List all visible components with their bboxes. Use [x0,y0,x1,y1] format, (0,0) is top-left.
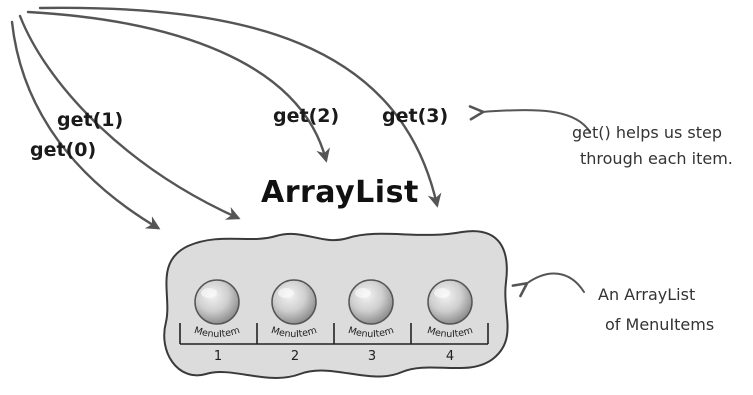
menu-item-ball [427,279,473,325]
get-note-line2: through each item. [580,149,733,168]
svg-text:MenuItem: MenuItem [270,325,319,340]
get2-label: get(2) [273,105,339,127]
list-note-line2: of MenuItems [605,315,714,334]
list-note-arrow [511,272,585,298]
get3-label: get(3) [382,105,448,127]
menu-item-label: MenuItem [426,325,475,340]
menu-item-1 [194,279,240,325]
menu-item-label: MenuItem [347,325,396,340]
get1-arrow [18,14,241,220]
menu-item-label: MenuItem [270,325,319,340]
list-note-line1: An ArrayList [598,285,695,304]
menu-item-ball [271,279,317,325]
menu-item-ball [348,279,394,325]
menu-item-3 [348,279,394,325]
get-note-line1: get() helps us step [572,123,722,142]
get1-label: get(1) [57,109,123,131]
get0-label: get(0) [30,139,96,161]
menu-item-ball [194,279,240,325]
menu-item-2 [271,279,317,325]
index-bracket [179,323,489,345]
get2-arrow [26,10,330,163]
svg-text:MenuItem: MenuItem [426,325,475,340]
get0-arrow [10,20,161,230]
arraylist-title: ArrayList [261,175,419,210]
index-2: 2 [291,349,299,364]
get-note-arrow [468,105,591,133]
index-1: 1 [214,349,222,364]
get3-arrow [38,6,442,208]
arraylist-blob [163,230,509,379]
index-3: 3 [368,349,376,364]
menu-item-label: MenuItem [193,325,242,340]
menu-item-4 [427,279,473,325]
svg-text:MenuItem: MenuItem [193,325,242,340]
index-4: 4 [446,349,454,364]
svg-text:MenuItem: MenuItem [347,325,396,340]
